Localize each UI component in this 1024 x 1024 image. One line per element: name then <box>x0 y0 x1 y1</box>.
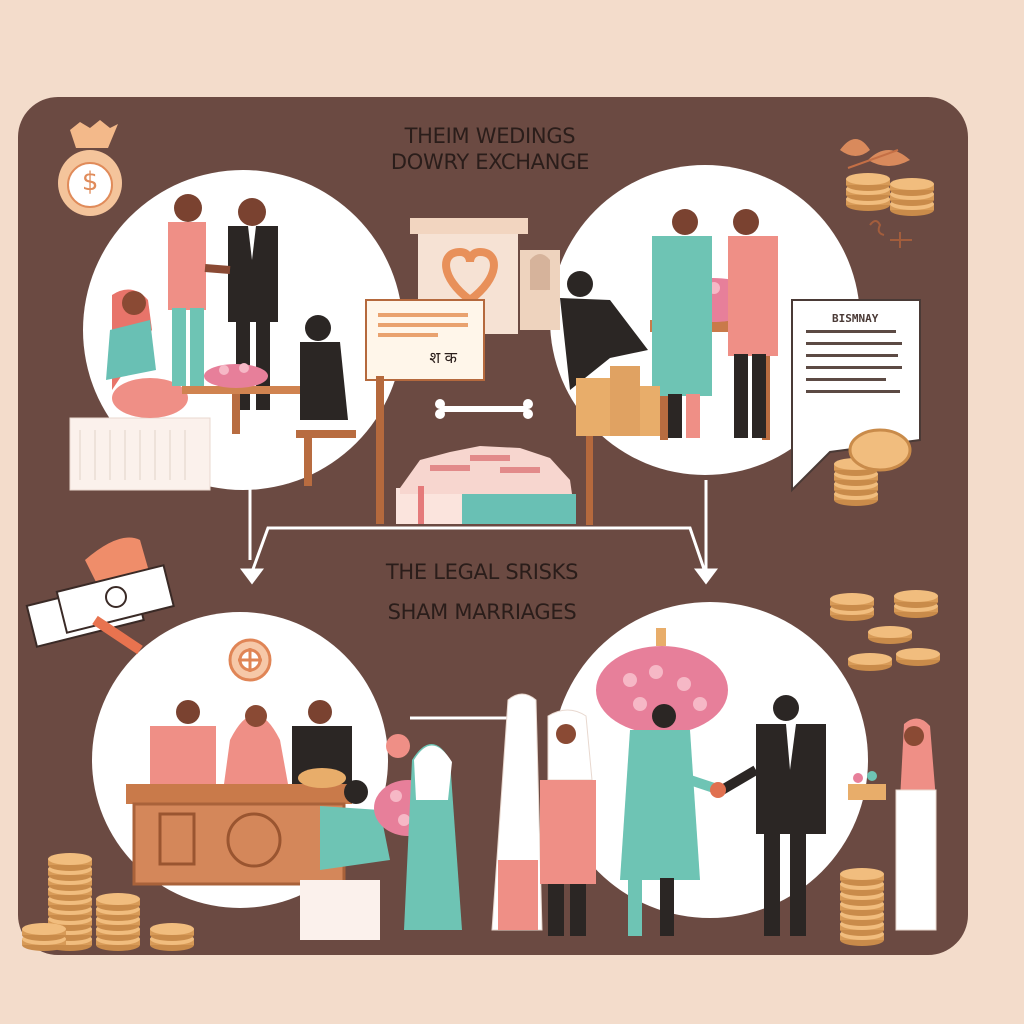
banknote-icon <box>25 537 175 655</box>
connector-bar <box>435 399 533 419</box>
document-title: BISMNAY <box>832 312 879 325</box>
coin-stack-bottom-right <box>840 868 884 946</box>
scene-top-left-people <box>69 194 356 491</box>
sign-board <box>365 299 485 524</box>
heading-top-line2: DOWRY EXCHANGE <box>390 150 590 174</box>
post <box>586 430 593 525</box>
money-bag-icon <box>58 120 122 216</box>
scene-top-right-people <box>560 204 778 440</box>
connector-arrow-icon <box>240 480 718 720</box>
emblem-icon <box>228 638 272 682</box>
gift-boxes <box>396 446 576 524</box>
scene-bottom-right-people <box>491 628 937 936</box>
document <box>791 299 921 506</box>
heading-middle-line2: SHAM MARRIAGES <box>387 600 577 624</box>
leaf-icon <box>840 139 910 169</box>
scene-bottom-left-people <box>126 695 462 940</box>
dollar-sign: $ <box>81 167 99 197</box>
heading-top-line1: THEIM WEDINGS <box>404 124 576 148</box>
sign-glyphs-icon <box>869 220 912 248</box>
coin-stack-icon <box>846 173 934 216</box>
heading-middle-line1: THE LEGAL SRISKS <box>385 560 579 584</box>
sign-text: श क <box>429 348 457 367</box>
